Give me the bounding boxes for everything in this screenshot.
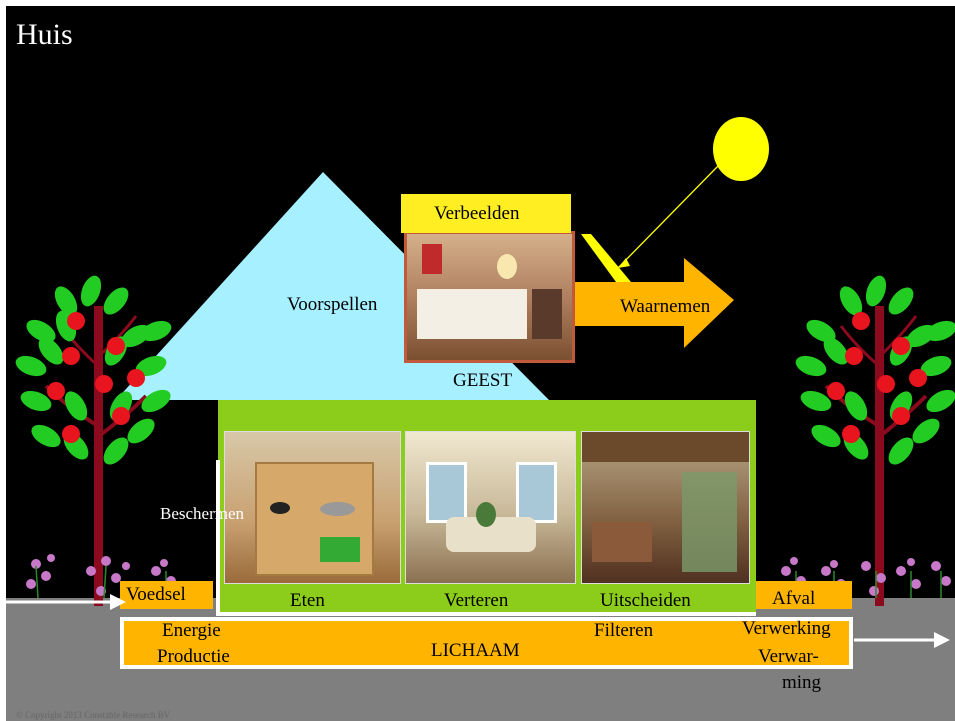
waarnemen-arrow — [571, 258, 734, 348]
voorspellen-arrow — [243, 256, 406, 343]
verbeelden-box — [401, 194, 571, 233]
voedsel-block — [120, 581, 213, 609]
filteren-label: Filteren — [594, 620, 654, 641]
verteren-label: Verteren — [444, 590, 509, 611]
living-room-image — [405, 431, 576, 584]
lichaam-label: LICHAAM — [431, 640, 520, 661]
copyright-text: © Copyright 2013 Constable Research BV — [16, 710, 171, 720]
verwarming-label-2: ming — [782, 672, 822, 693]
sun-ray-head — [618, 258, 630, 268]
sun — [713, 117, 769, 181]
productie-label: Productie — [157, 646, 230, 667]
verbeelden-label: Verbeelden — [434, 203, 520, 224]
afval-block — [756, 581, 852, 609]
slide: Huis — [6, 6, 955, 721]
lichaam-bar — [120, 617, 853, 669]
voedsel-label: Voedsel — [126, 584, 186, 605]
output-arrow — [854, 632, 950, 648]
beschermen-label: Beschermen — [160, 504, 245, 523]
sunlight-strip — [581, 234, 631, 282]
apple-tree-right — [795, 275, 955, 606]
voorspellen-label: Voorspellen — [287, 294, 378, 315]
verwarming-label-1: Verwar- — [758, 646, 819, 667]
uitscheiden-label: Uitscheiden — [600, 590, 691, 611]
energie-label: Energie — [162, 620, 221, 641]
eten-label: Eten — [290, 590, 325, 611]
waarnemen-label: Waarnemen — [620, 296, 711, 317]
sun-ray — [617, 165, 719, 269]
bedroom-image — [404, 231, 575, 363]
slide-title: Huis — [16, 18, 73, 51]
verwerking-label: Verwerking — [742, 618, 831, 639]
body-frame — [217, 460, 756, 616]
body-left-wall — [216, 460, 220, 616]
flow-arrows — [6, 594, 950, 648]
bathroom-image — [581, 431, 750, 584]
apple-tree-left — [15, 275, 172, 606]
kitchen-image — [224, 431, 401, 584]
afval-label: Afval — [772, 588, 816, 609]
geest-label: GEEST — [453, 370, 513, 391]
input-arrow — [6, 594, 126, 610]
